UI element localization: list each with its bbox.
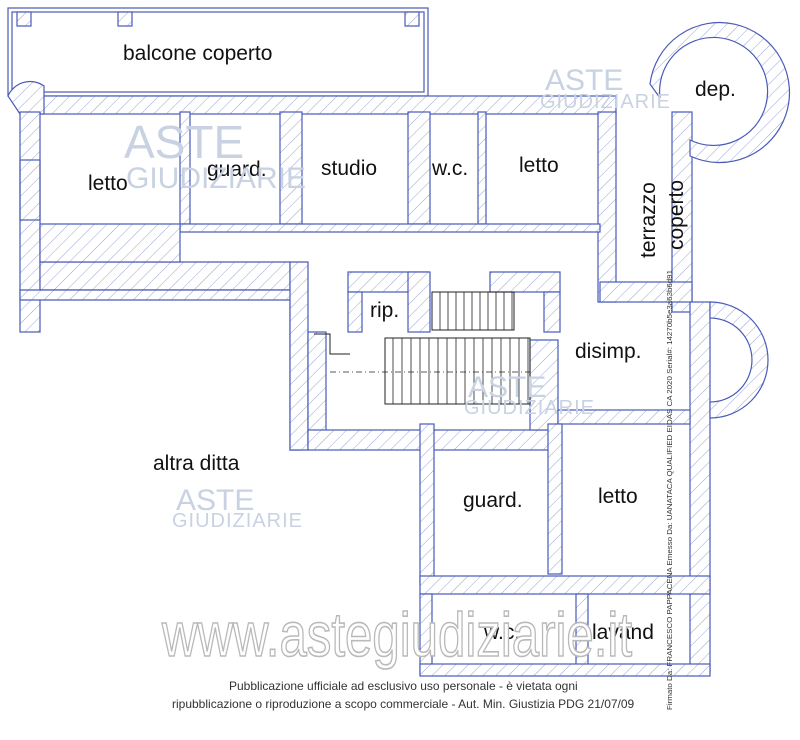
site-url-watermark: www.astegiudiziarie.it <box>161 601 632 670</box>
svg-text:GIUDIZIARIE: GIUDIZIARIE <box>172 510 303 532</box>
digital-signature: Firmato Da: FRANCESCO PAPPACENA Emesso D… <box>665 270 674 710</box>
svg-text:ASTE: ASTE <box>124 116 244 168</box>
svg-text:ASTE: ASTE <box>176 484 254 517</box>
svg-text:ASTE: ASTE <box>545 64 623 97</box>
svg-text:GIUDIZIARIE: GIUDIZIARIE <box>540 91 671 113</box>
guard-s-label: guard. <box>463 489 523 512</box>
guard-n-label: guard. <box>207 158 267 181</box>
dep-label: dep. <box>695 78 736 101</box>
caption-line-2: ripubblicazione o riproduzione a scopo c… <box>172 697 635 711</box>
coperto-label: coperto <box>665 180 688 250</box>
studio-label: studio <box>321 157 377 180</box>
svg-text:ASTE: ASTE <box>468 371 546 404</box>
altra-ditta-label: altra ditta <box>153 452 240 475</box>
svg-text:GIUDIZIARIE: GIUDIZIARIE <box>464 397 595 419</box>
aste-watermark-2: ASTE GIUDIZIARIE <box>540 64 671 113</box>
rip-label: rip. <box>370 299 399 322</box>
letto-s-label: letto <box>598 485 638 508</box>
aste-watermark-1: ASTE GIUDIZIARIE <box>124 116 306 195</box>
letto-nw-label: letto <box>88 172 128 195</box>
svg-text:GIUDIZIARIE: GIUDIZIARIE <box>126 162 306 195</box>
caption-line-1: Pubblicazione ufficiale ad esclusivo uso… <box>229 679 578 693</box>
balcone-label: balcone coperto <box>123 42 272 65</box>
terrazzo-label: terrazzo <box>637 182 660 258</box>
wc-n-label: w.c. <box>431 157 468 180</box>
disimp-label: disimp. <box>575 340 642 363</box>
stairs <box>314 291 531 405</box>
letto-n-label: letto <box>519 154 559 177</box>
lavand-label: lavand <box>592 621 654 644</box>
walls <box>7 21 791 677</box>
aste-watermark-3: ASTE GIUDIZIARIE <box>464 371 595 419</box>
wc-s-label: w.c. <box>483 621 520 644</box>
aste-watermark-4: ASTE GIUDIZIARIE <box>172 484 303 532</box>
